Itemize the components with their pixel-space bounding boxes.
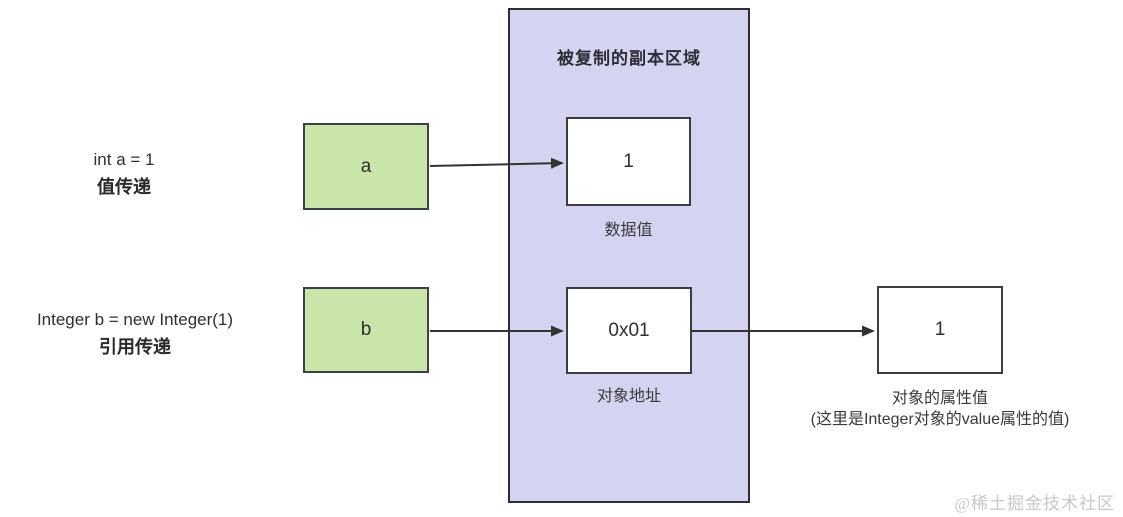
label-reference-passing: 引用传递 (99, 337, 171, 357)
caption-object-address: 对象地址 (596, 388, 661, 405)
annotation-value-passing: int a = 1 值传递 (18, 150, 230, 199)
node-variable-a-label: a (360, 155, 372, 177)
caption-data-value: 数据值 (604, 222, 653, 239)
caption-attribute-value-line2: (这里是Integer对象的value属性的值) (810, 411, 1070, 428)
caption-attribute-value-line1: 对象的属性值 (891, 390, 988, 407)
node-attribute-value-text: 1 (934, 319, 946, 340)
node-variable-b: b (303, 287, 429, 373)
annotation-reference-passing: Integer b = new Integer(1) 引用传递 (8, 310, 262, 359)
node-object-address-text: 0x01 (608, 319, 650, 341)
code-integer-b: Integer b = new Integer(1) (36, 310, 234, 329)
copied-region-title: 被复制的副本区域 (557, 49, 701, 68)
node-attribute-value: 1 (877, 286, 1003, 374)
node-variable-b-label: b (360, 319, 372, 340)
copied-region: 被复制的副本区域 (508, 8, 750, 503)
node-object-address: 0x01 (566, 287, 692, 374)
node-data-value-text: 1 (623, 150, 634, 172)
watermark: @稀土掘金技术社区 (954, 494, 1115, 513)
node-variable-a: a (303, 123, 429, 210)
caption-attribute-value: 对象的属性值 (这里是Integer对象的value属性的值) (790, 388, 1090, 430)
node-data-value: 1 (566, 117, 691, 206)
code-int-a: int a = 1 (93, 150, 155, 169)
label-value-passing: 值传递 (97, 177, 151, 197)
